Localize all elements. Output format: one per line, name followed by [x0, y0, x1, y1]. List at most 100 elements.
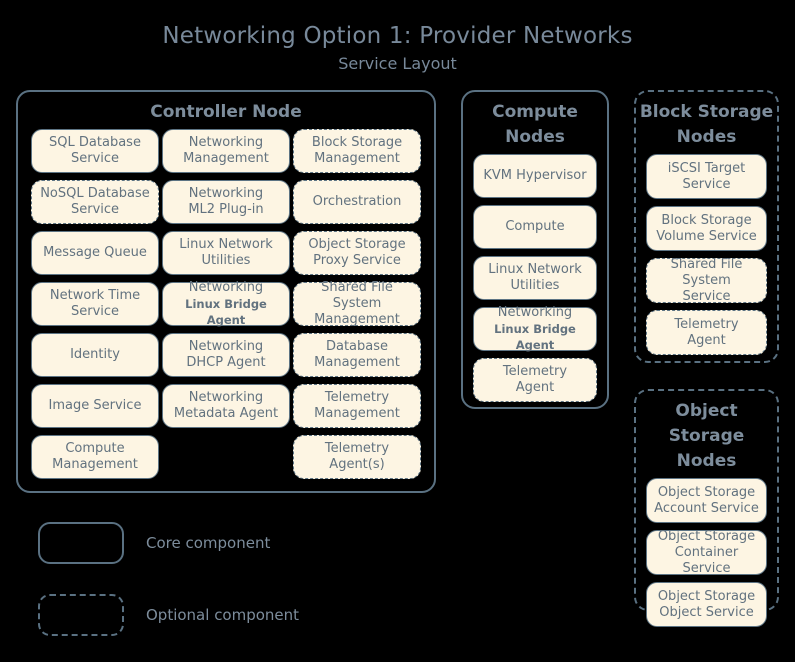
service-label-line2: Management — [52, 457, 138, 472]
legend-swatch-optional — [38, 594, 124, 636]
block-storage-nodes-title-line1: Block Storage — [639, 102, 774, 122]
service-label-line2: Linux Bridge Agent — [494, 322, 576, 352]
legend-row-core: Core component — [38, 518, 368, 568]
service-label-line2: Agent — [687, 332, 726, 348]
service-label-line1: Linux Network — [488, 262, 582, 277]
service-label-line2: Service — [682, 288, 731, 304]
page-title: Networking Option 1: Provider Networks — [162, 23, 633, 49]
service-label-line1: Compute — [65, 441, 125, 456]
service-label-line1: Networking — [188, 280, 264, 295]
service-label-line2: Agent(s) — [329, 457, 385, 472]
object-storage-nodes-title: Object Storage Nodes — [636, 391, 777, 478]
service-label-line1: Networking — [188, 390, 264, 405]
legend-swatch-core — [38, 522, 124, 564]
service-label-line2: Service — [70, 202, 120, 217]
service-box-identity[interactable]: Identity — [31, 333, 159, 377]
object-storage-nodes-title-line2: Storage Nodes — [668, 426, 745, 471]
service-label-line2: Metadata Agent — [173, 406, 279, 421]
service-label-line1: Networking — [497, 305, 573, 320]
service-label-line1: Message Queue — [43, 245, 147, 260]
service-box-kvm-hypervisor[interactable]: KVM Hypervisor — [473, 154, 597, 198]
service-label-line2: Service — [70, 151, 120, 166]
service-label-line1: Block Storage — [311, 135, 403, 150]
block-storage-nodes-title: Block Storage Nodes — [636, 92, 777, 154]
service-label-line1: NoSQL Database — [40, 186, 150, 201]
object-storage-nodes-title-line1: Object — [675, 401, 738, 421]
service-box-image-service[interactable]: Image Service — [31, 384, 159, 428]
service-label-line2: Management — [183, 151, 269, 166]
service-label-line1: KVM Hypervisor — [483, 168, 587, 183]
title-block: Networking Option 1: Provider Networks S… — [0, 22, 795, 75]
service-label-line2: Container Service — [674, 544, 739, 576]
service-label-line1: Identity — [70, 347, 120, 362]
compute-nodes-title-line2: Nodes — [505, 127, 565, 147]
service-label-line2: Service — [70, 304, 120, 319]
service-label-line2: Utilities — [510, 278, 560, 293]
service-box-compute[interactable]: Compute — [473, 205, 597, 249]
legend-label-core: Core component — [146, 534, 271, 552]
service-box-orchestration[interactable]: Orchestration — [293, 180, 421, 224]
service-label-line1: Block Storage — [661, 212, 752, 228]
service-label-line2: Management — [314, 406, 400, 421]
service-label-line1: SQL Database — [49, 135, 141, 150]
service-label-line2: Volume Service — [656, 228, 757, 244]
controller-node-title: Controller Node — [150, 102, 302, 122]
service-label-line2: Proxy Service — [313, 253, 401, 268]
block-storage-nodes-title-line2: Nodes — [676, 127, 737, 147]
service-label-line2: ML2 Plug-in — [188, 202, 264, 217]
service-label-line1: Object Storage — [657, 484, 756, 500]
service-label-line1: Object Storage — [657, 588, 756, 604]
service-label-line1: Telemetry — [324, 390, 390, 405]
service-label-line2: Service — [682, 176, 731, 192]
service-label-line1: Compute — [505, 219, 565, 234]
service-label-line2: Management — [314, 355, 400, 370]
service-label-line1: Database — [325, 339, 389, 354]
service-label-line1: Telemetry — [674, 316, 739, 332]
service-label-line2: DHCP Agent — [186, 355, 266, 370]
service-label-line1: iSCSI Target — [667, 160, 746, 176]
service-label-line1: Networking — [188, 339, 264, 354]
service-label-line1: Orchestration — [312, 194, 402, 209]
service-label-line2: Object Service — [659, 604, 754, 620]
legend-row-optional: Optional component — [38, 590, 368, 640]
legend-label-optional: Optional component — [146, 606, 300, 624]
service-label-line1: Object Storage — [657, 528, 756, 544]
service-box-message-queue[interactable]: Message Queue — [31, 231, 159, 275]
service-label-line1: Networking — [188, 135, 264, 150]
service-label-line1: Networking — [188, 186, 264, 201]
